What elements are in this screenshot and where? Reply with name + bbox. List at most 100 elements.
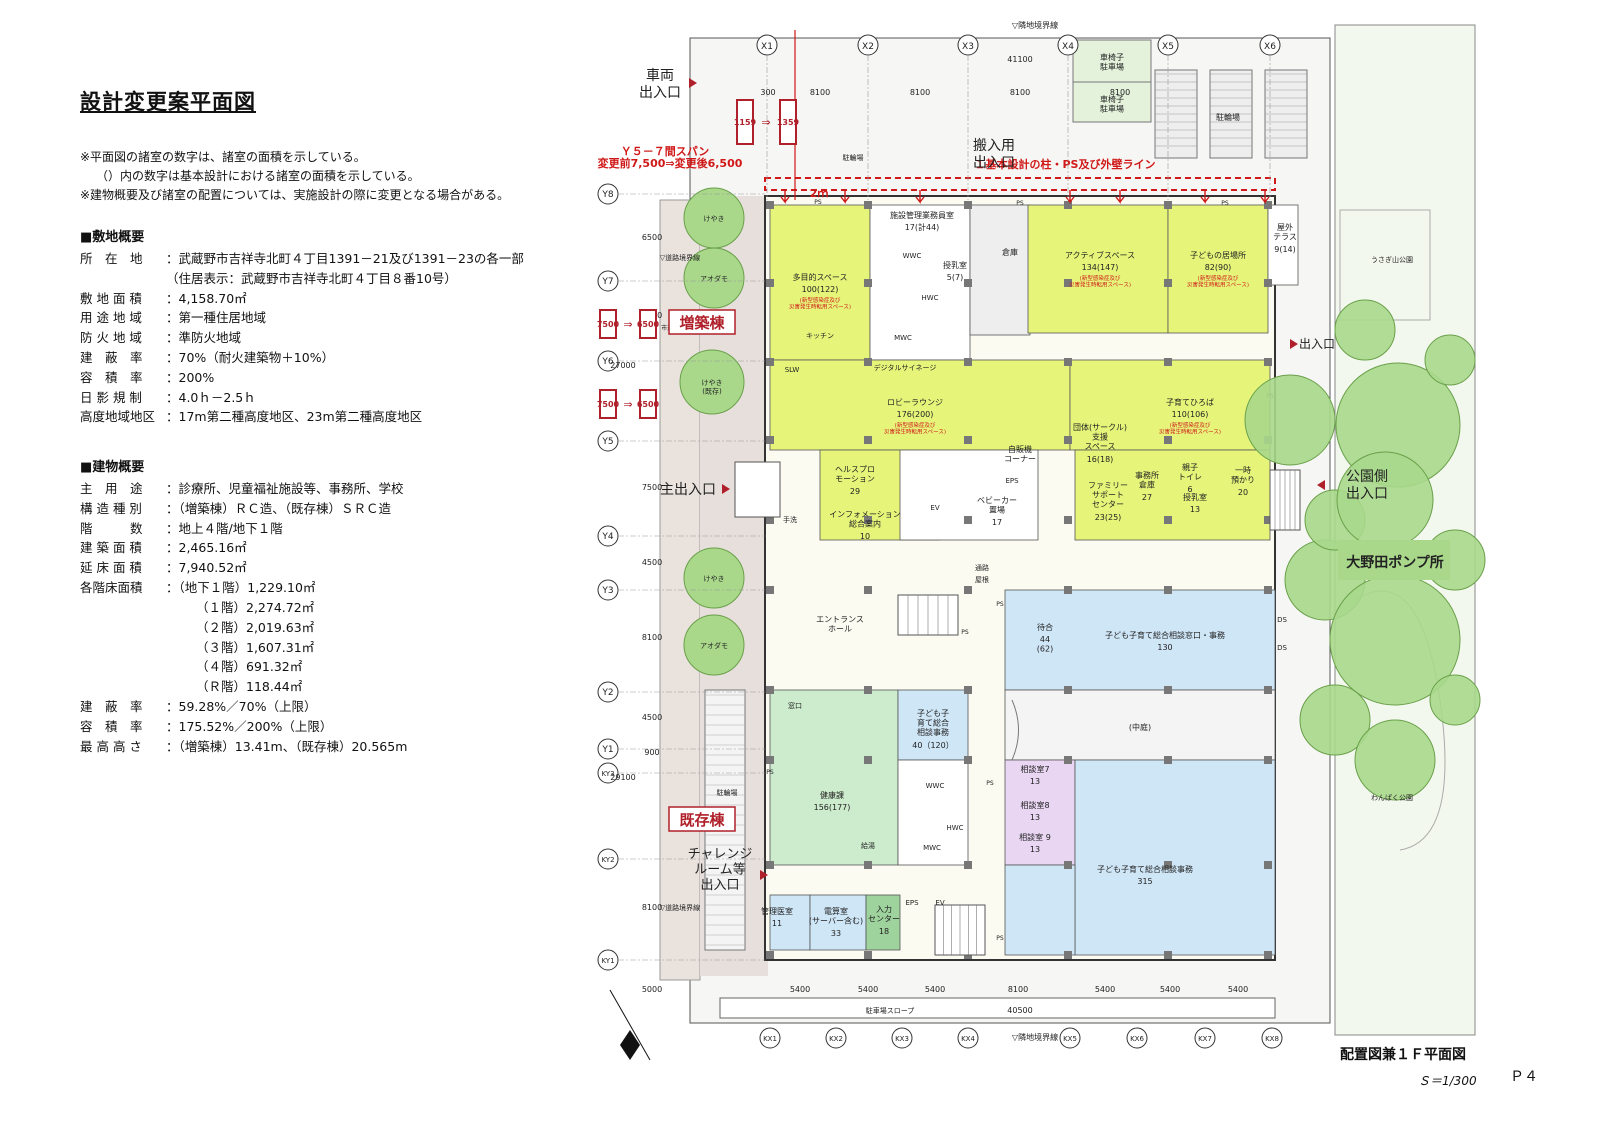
column [1064, 279, 1072, 287]
column [1064, 516, 1072, 524]
room [769, 894, 811, 951]
site-heading: ■敷地概要 [80, 230, 145, 245]
column [964, 861, 972, 869]
grid-bubble [1261, 1027, 1283, 1049]
grid-label: X1 [761, 42, 773, 52]
room-name: ファミリーサポートセンター [1088, 481, 1128, 509]
room-name: ヘルスプロモーション [835, 465, 875, 484]
grid-label: Y1 [601, 745, 613, 755]
room-tag: MWC [894, 334, 912, 342]
room-area: 17(計44) [905, 222, 940, 232]
room-name: 授乳室 [943, 260, 967, 270]
building-row: 最 高 高 さ ：（増築棟）13.41m、（既存棟）20.565m [80, 736, 407, 755]
page-number: Ｐ４ [1510, 1069, 1538, 1085]
grid-label: X6 [1264, 42, 1276, 52]
ps-label: PS [961, 629, 969, 636]
grid-bubble [759, 1027, 781, 1049]
building-label: 容 積 率 [80, 718, 143, 734]
dimension: 300 [760, 88, 775, 97]
room [899, 449, 1039, 541]
column [864, 686, 872, 694]
dimension: 8100 [642, 903, 662, 912]
building-label: 既存棟 [679, 811, 725, 829]
room-area: 6 [1187, 485, 1192, 494]
column [1064, 586, 1072, 594]
room-name: 相談室 9 [1019, 832, 1051, 842]
entry-arrow [689, 78, 697, 88]
dimension: 4500 [642, 713, 662, 722]
ps-label: PS [996, 601, 1004, 608]
room-name: 自販機コーナー [1004, 444, 1036, 464]
column [964, 686, 972, 694]
column [766, 516, 774, 524]
plan-scale: Ｓ＝1/300 [1418, 1074, 1477, 1088]
floor-area: （４階）691.32㎡ [196, 659, 303, 675]
entry-label: 主出入口 [660, 482, 716, 498]
room-tag: キッチン [806, 332, 834, 340]
room-area: 23(25) [1095, 513, 1122, 522]
room-area: 13 [1190, 505, 1200, 514]
building-row: 主 用 途：診療所、児童福祉施設等、事務所、学校 [80, 478, 404, 497]
column [1064, 756, 1072, 764]
building-value: ：（増築棟）13.41m、（既存棟）20.565m [166, 738, 408, 754]
room-area: 134(147) [1082, 263, 1119, 272]
dim-box-text: 1159 [734, 118, 757, 127]
room-tag: 窓口 [788, 701, 802, 710]
room-area: 40（120） [912, 741, 953, 750]
room-area: 13 [1030, 777, 1040, 786]
ps-label: PS [1016, 200, 1024, 207]
column [964, 201, 972, 209]
building-label: 最 高 高 さ [80, 738, 142, 754]
room-tag: HWC [921, 294, 938, 302]
site-label: 容 積 率 [80, 369, 143, 385]
grid-label: KX7 [1198, 1035, 1212, 1043]
building-heading: ■建物概要 [80, 460, 145, 475]
tree-label: けやき [704, 215, 725, 223]
room [897, 689, 969, 761]
building-label-box [668, 806, 736, 832]
floor-area: （３階）1,607.31㎡ [196, 639, 315, 655]
arrow: ⇒ [623, 318, 632, 331]
grid-bubble [1194, 1027, 1216, 1049]
grid-bubble [1126, 1027, 1148, 1049]
building-label: 主 用 途 [80, 481, 143, 496]
grid-label: Y6 [601, 357, 613, 367]
grid-label: Y3 [601, 586, 613, 596]
parking-label: 駐輪場 [843, 153, 864, 162]
boundary-label: ▽隣地境界線 [1012, 20, 1058, 30]
dim-box-text: 6500 [637, 400, 660, 409]
tree [1334, 299, 1396, 361]
north-line [609, 989, 651, 1061]
park-label: うさぎ山公園 [1371, 255, 1413, 264]
grid-label: KX3 [895, 1035, 909, 1043]
note-3: ※建物概要及び諸室の配置については、実施設計の際に変更となる場合がある。 [80, 188, 510, 202]
room-area: 82(90) [1205, 263, 1232, 272]
building-value: ：7,940.52㎡ [166, 560, 247, 576]
site-value: ：武蔵野市吉祥寺北町４丁目1391－21及び1391－23の各一部 [166, 251, 524, 266]
room [1167, 204, 1269, 334]
column [1264, 358, 1272, 366]
column [766, 358, 774, 366]
column [1264, 201, 1272, 209]
ps-label: PS [814, 199, 822, 206]
building-row: 各階床面積：（地下１階）1,229.10㎡ [80, 577, 315, 596]
room-name: エントランスホール [816, 615, 864, 634]
column [1164, 358, 1172, 366]
site-label: 防 火 地 域 [80, 330, 142, 346]
red-arrow [780, 190, 790, 204]
grid-label: KX6 [1130, 1035, 1144, 1043]
red-arrow [1065, 190, 1075, 204]
entry-arrow [1317, 480, 1325, 490]
column [766, 586, 774, 594]
entry-arrow [760, 870, 768, 880]
red-arrow [1115, 190, 1125, 204]
boundary-label: ▽隣地境界線 [1012, 1032, 1058, 1042]
ps-label: PS [996, 935, 1004, 942]
room-tag: EV [935, 899, 944, 907]
red-arrow [840, 190, 850, 204]
tree [683, 247, 745, 309]
room [969, 204, 1031, 336]
column [964, 756, 972, 764]
site-row: 用 途 地 域：第一種住居地域 [80, 307, 266, 326]
entry-arrow [1290, 339, 1298, 349]
